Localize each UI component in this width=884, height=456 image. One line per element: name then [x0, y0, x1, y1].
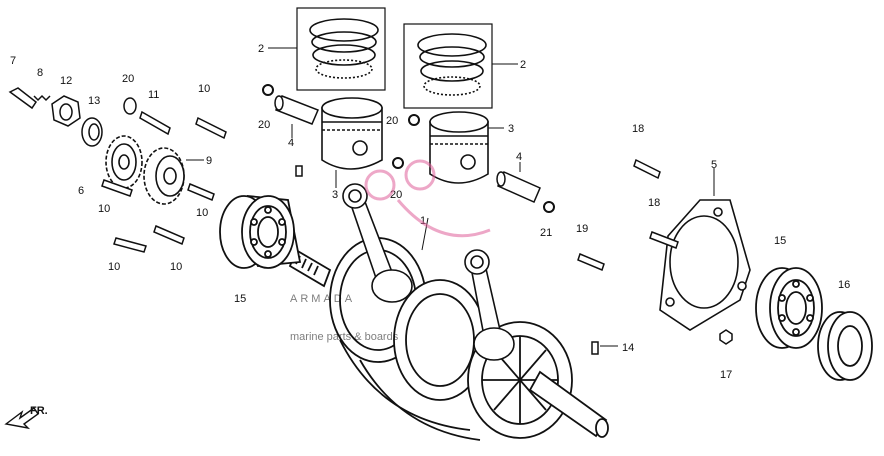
callout-1: 1	[420, 215, 426, 227]
callout-5: 5	[711, 159, 717, 171]
watermark-brand: ARMADA	[290, 293, 355, 305]
piston-pin-left	[274, 95, 319, 125]
piston-right	[429, 111, 489, 184]
callout-20-b: 20	[386, 115, 398, 127]
callout-10-b: 10	[98, 203, 110, 215]
arrow-down-left-icon	[4, 407, 39, 430]
callout-11: 11	[148, 89, 159, 101]
front-direction-marker: FR.	[4, 405, 48, 430]
callout-3-right: 3	[508, 123, 514, 135]
callout-20-d: 21	[540, 227, 552, 239]
callout-8: 8	[37, 67, 43, 79]
callout-4-left: 4	[288, 137, 294, 149]
bearing-holder-plate	[659, 199, 751, 331]
hardware-parts	[8, 87, 733, 355]
callout-20-a: 20	[258, 119, 270, 131]
callout-12: 12	[60, 75, 72, 87]
callout-2-left: 2	[258, 43, 264, 55]
callout-18-c: 19	[576, 223, 588, 235]
callout-15-left: 15	[234, 293, 246, 305]
oil-seal	[817, 311, 873, 381]
callout-10-a: 10	[198, 83, 210, 95]
callout-3-left: 3	[332, 189, 338, 201]
connecting-rod-left	[342, 183, 413, 303]
callout-18-b: 18	[648, 197, 660, 209]
piston-ring-set-left	[296, 7, 386, 91]
front-label: FR.	[30, 405, 48, 417]
watermark: ARMADA marine parts & boards	[290, 159, 491, 343]
watermark-logo-icon	[364, 159, 491, 238]
callout-labels: 1 2 2 3 3 4 4 5 6 7 8 9 10 10 10 10 10 1…	[10, 43, 850, 381]
callout-14: 14	[622, 342, 634, 354]
ball-bearing-right	[755, 267, 823, 349]
callout-4-right: 4	[516, 151, 522, 163]
callout-16: 16	[838, 279, 850, 291]
callout-13: 13	[88, 95, 100, 107]
gear-large	[143, 147, 185, 205]
callout-18-a: 18	[632, 123, 644, 135]
piston-ring-set-right	[403, 23, 493, 109]
connecting-rod-right	[464, 249, 515, 361]
callout-15-right: 15	[774, 235, 786, 247]
ball-bearing-left	[219, 194, 302, 269]
watermark-tagline: marine parts & boards	[290, 331, 399, 343]
gear-small	[105, 135, 143, 189]
callout-17: 17	[720, 369, 732, 381]
callout-9: 9	[206, 155, 212, 167]
callout-19: 20	[122, 73, 134, 85]
callout-6: 6	[78, 185, 84, 197]
piston-pin-right	[496, 171, 541, 203]
callout-2-right: 2	[520, 59, 526, 71]
leader-lines	[186, 47, 715, 347]
callout-10-c: 10	[196, 207, 208, 219]
callout-10-d: 10	[108, 261, 120, 273]
piston-pin-clips	[262, 84, 555, 213]
callout-10-e: 10	[170, 261, 182, 273]
callout-7: 7	[10, 55, 16, 67]
piston-left	[321, 97, 383, 170]
